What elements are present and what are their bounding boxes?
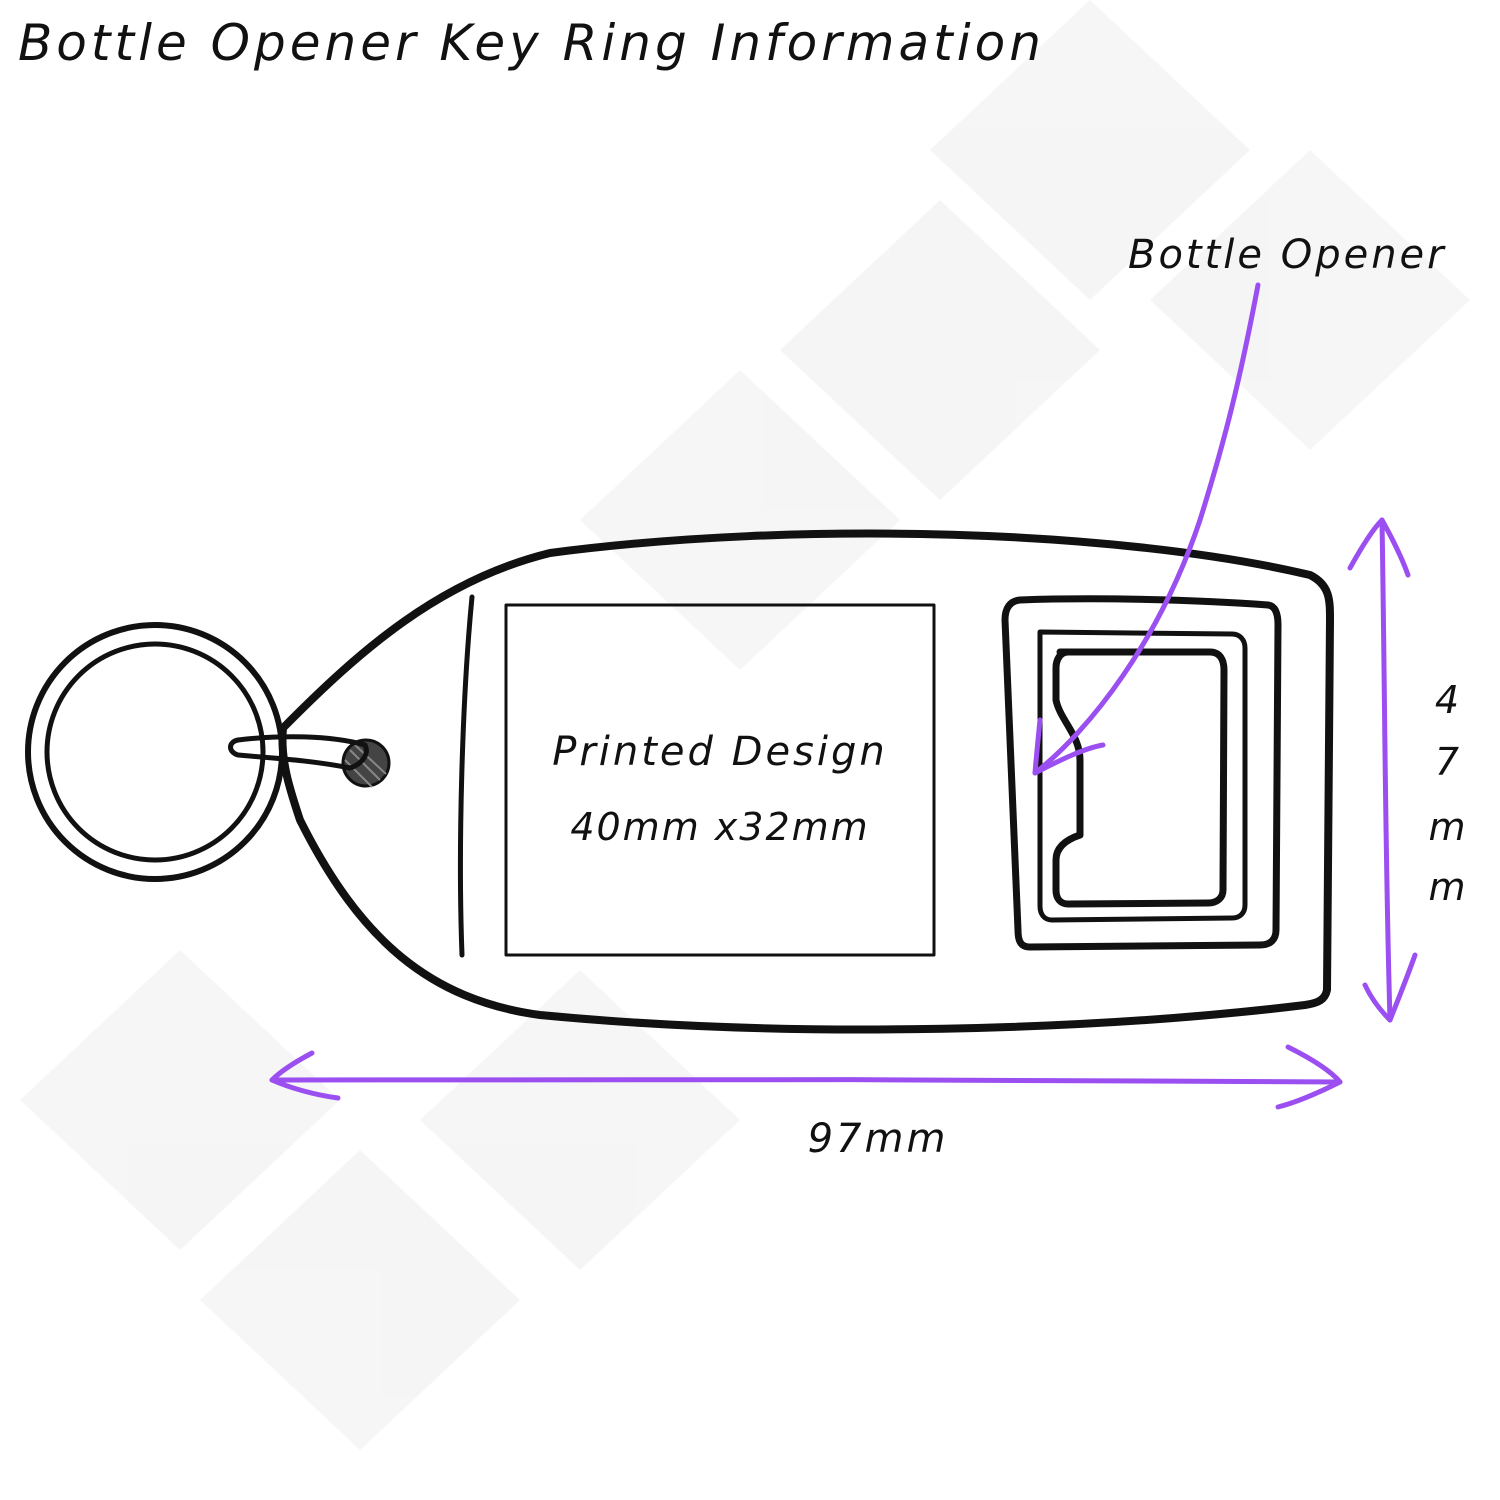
diagram-title: Bottle Opener Key Ring Information bbox=[18, 14, 1045, 72]
inner-panel-line bbox=[457, 594, 475, 958]
printed-design-area bbox=[504, 603, 936, 957]
keychain-body-outline bbox=[278, 529, 1334, 1034]
height-dimension-char-2: 7 bbox=[1435, 740, 1459, 784]
height-dimension-label: 4 7 m m bbox=[1428, 678, 1465, 909]
height-dimension-arrow bbox=[1347, 517, 1418, 1023]
split-ring bbox=[25, 622, 285, 882]
watermark-pattern bbox=[20, 0, 1470, 1450]
bottle-opener-label: Bottle Opener bbox=[1128, 232, 1447, 278]
printed-design-label: Printed Design bbox=[552, 729, 888, 775]
width-dimension-arrow bbox=[269, 1044, 1343, 1110]
keyring-hole bbox=[341, 738, 391, 788]
bottle-opener-arrowhead bbox=[1032, 717, 1106, 776]
ring-loop bbox=[228, 734, 369, 771]
bottle-opener-pointer bbox=[1032, 282, 1261, 776]
height-dimension-char-4: m bbox=[1428, 865, 1465, 909]
height-dimension-char-1: 4 bbox=[1435, 678, 1459, 722]
printed-design-size: 40mm x32mm bbox=[570, 805, 869, 849]
height-dimension-char-3: m bbox=[1428, 805, 1465, 849]
width-dimension-label: 97mm bbox=[808, 1116, 949, 1162]
